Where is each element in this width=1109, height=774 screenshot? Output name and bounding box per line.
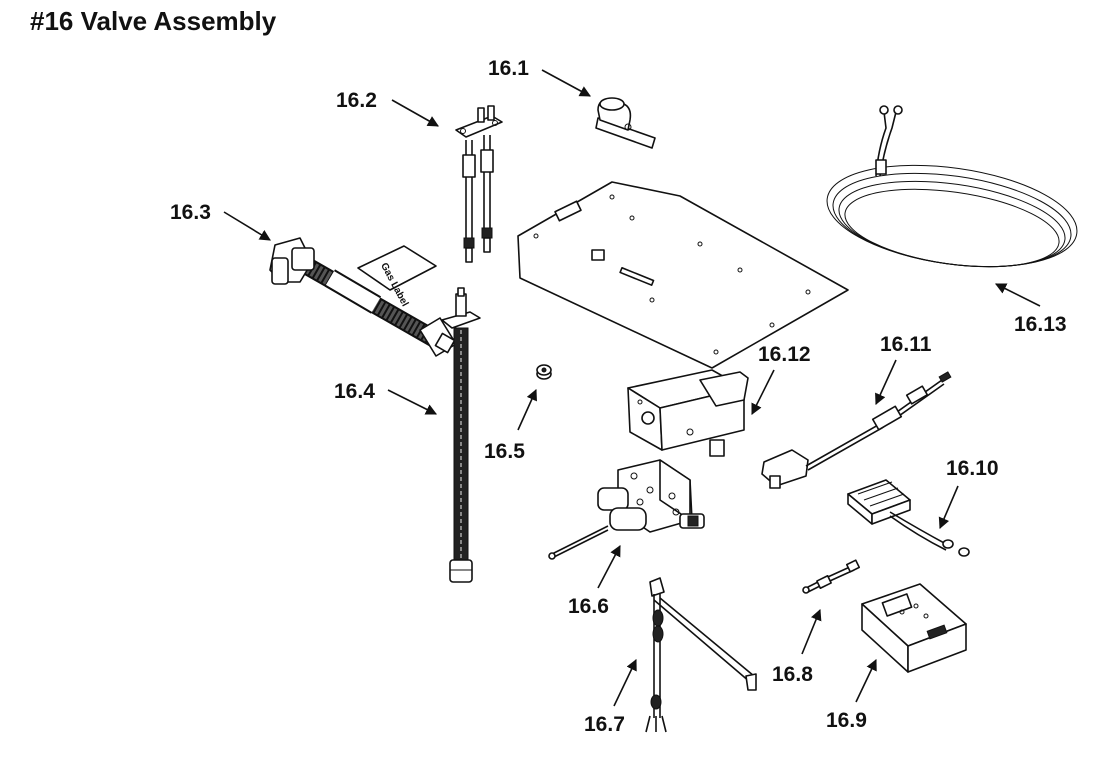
label-16-3: 16.3 <box>170 201 211 224</box>
callout-16-8: 16.8 <box>772 608 822 686</box>
label-16-8: 16.8 <box>772 663 813 686</box>
part-16-12-bracket <box>627 369 749 457</box>
part-16-10-battery-holder <box>847 479 970 557</box>
callout-16-12: 16.12 <box>751 343 811 416</box>
callout-16-3: 16.3 <box>170 201 271 241</box>
part-16-11-receiver-wire <box>761 371 952 489</box>
part-16-8-jumper-wire <box>802 559 861 594</box>
label-16-13: 16.13 <box>1014 313 1067 336</box>
label-16-10: 16.10 <box>946 457 999 480</box>
base-plate <box>517 181 849 369</box>
callout-16-1: 16.1 <box>488 57 591 97</box>
part-16-5-nut <box>536 364 552 380</box>
label-16-4: 16.4 <box>334 380 375 403</box>
part-16-13-coiled-cable <box>826 105 1078 268</box>
callout-16-2: 16.2 <box>336 89 439 127</box>
label-16-11: 16.11 <box>880 333 932 356</box>
callout-16-7: 16.7 <box>584 658 637 736</box>
part-16-4-pipe <box>441 287 481 583</box>
label-16-7: 16.7 <box>584 713 625 736</box>
callout-16-5: 16.5 <box>484 388 537 463</box>
callout-16-13: 16.13 <box>994 283 1067 336</box>
part-16-2-electrode <box>455 105 503 263</box>
label-16-2: 16.2 <box>336 89 377 112</box>
label-16-5: 16.5 <box>484 440 525 463</box>
label-16-9: 16.9 <box>826 709 867 732</box>
callout-16-4: 16.4 <box>334 380 438 415</box>
part-16-7-wire-harness <box>645 577 757 733</box>
label-16-12: 16.12 <box>758 343 811 366</box>
callout-16-6: 16.6 <box>568 545 621 618</box>
callout-16-10: 16.10 <box>938 457 999 530</box>
part-16-9-control-module <box>861 583 967 673</box>
part-16-1-clamp <box>595 97 656 149</box>
label-16-6: 16.6 <box>568 595 609 618</box>
part-16-6-gas-valve <box>548 459 705 560</box>
callout-16-9: 16.9 <box>826 658 877 732</box>
callout-16-11: 16.11 <box>875 333 932 406</box>
part-16-3-inlet-hose: Gas Label <box>269 237 457 357</box>
label-16-1: 16.1 <box>488 57 529 80</box>
page-title: #16 Valve Assembly <box>30 6 277 36</box>
